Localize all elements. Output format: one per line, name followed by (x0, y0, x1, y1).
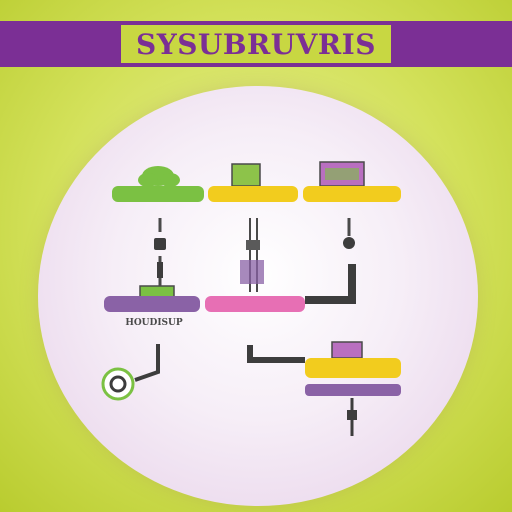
node-top-right-bar (303, 186, 401, 202)
connector-node-top-left (154, 238, 166, 250)
node-mid-left-bar (104, 296, 200, 312)
device-icon (331, 341, 363, 359)
banner-title-box: SYSUBRUVRIS (121, 25, 391, 63)
server-icon (231, 163, 261, 187)
plug-icon (157, 262, 163, 278)
elbow-connector-right (305, 264, 356, 304)
elbow-connector-left (134, 344, 160, 382)
node-mid-left-caption: HOUDISUP (125, 318, 183, 328)
node-top-middle-bar (208, 186, 298, 202)
node-bottom-right-bar (305, 358, 401, 378)
plug-icon (347, 410, 357, 420)
connector-node-top-right (343, 237, 355, 249)
node-mid-middle-bar (205, 296, 305, 312)
connector-node-top-middle (246, 240, 260, 250)
node-top-left-bar (112, 186, 204, 202)
elbow-connector-middle (247, 345, 305, 363)
header-banner: SYSUBRUVRIS (0, 21, 512, 67)
banner-title: SYSUBRUVRIS (135, 27, 376, 61)
refresh-icon[interactable] (101, 367, 135, 401)
node-bottom-right-subbar (305, 384, 401, 396)
device-icon (240, 260, 264, 284)
